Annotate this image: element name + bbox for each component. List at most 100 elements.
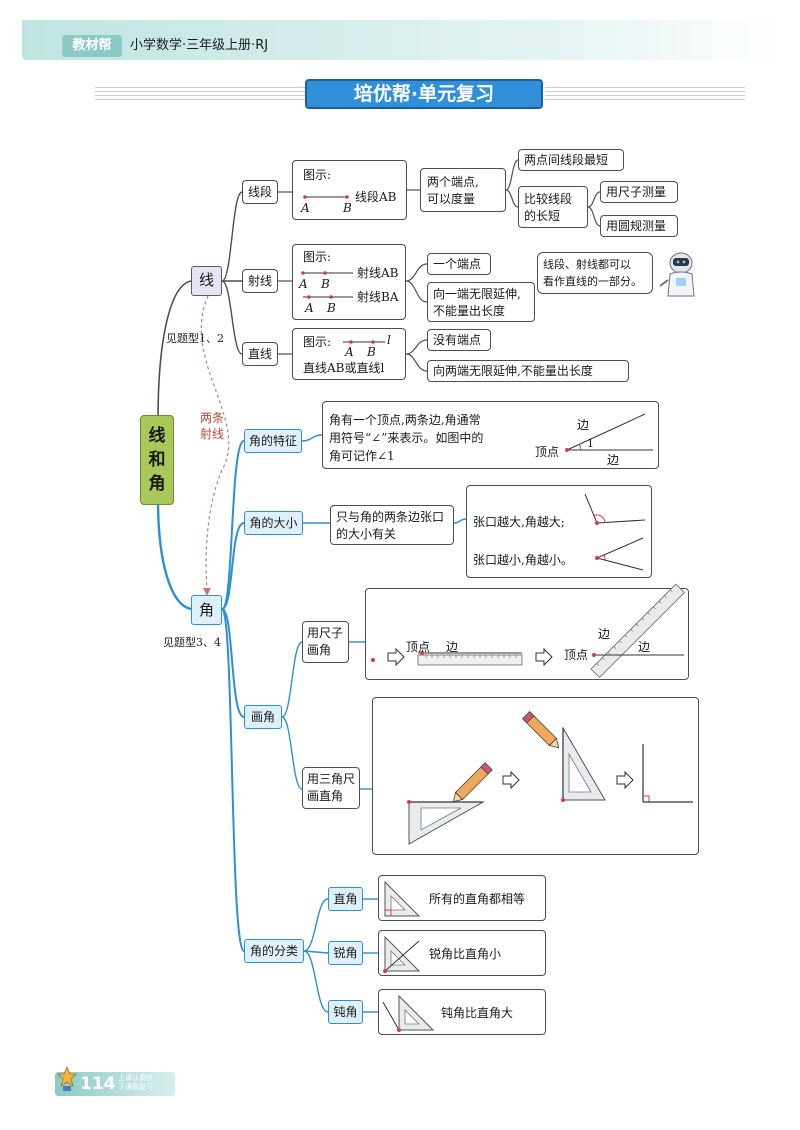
footer-note: 上课认真听 下课勤复习	[118, 1074, 153, 1092]
angle-ref: 见题型3、4	[163, 636, 221, 649]
segment-point-a: A	[301, 201, 310, 215]
segment-shortest: 两点间线段最短	[524, 153, 609, 167]
segment-ruler-box: 用尺子测量	[600, 181, 678, 203]
link-note-1: 两条	[200, 411, 225, 425]
angle-size-text-2: 的大小有关	[336, 527, 397, 541]
ray-label: 射线	[242, 269, 278, 293]
angle-size-figures	[584, 493, 646, 571]
ray-feature1-box: 一个端点	[427, 253, 491, 275]
angle-size-smaller: 张口越小,角越小。	[473, 553, 573, 567]
segment-by-compass: 用圆规测量	[606, 219, 667, 233]
segment-figure-title: 图示:	[303, 168, 332, 182]
ray-figure-title: 图示:	[303, 250, 332, 264]
angle-size-box: 只与角的两条边张口 的大小有关	[330, 505, 454, 545]
acute-angle-label: 锐角	[328, 941, 363, 965]
segment-label: 线段	[242, 180, 278, 204]
angle-feature-label: 角的特征	[244, 429, 302, 453]
book-title: 小学数学·三年级上册·RJ	[130, 38, 269, 53]
straight-point-l: l	[387, 333, 391, 347]
right-angle-box: 所有的直角都相等	[378, 875, 546, 921]
acute-angle-desc: 锐角比直角小	[429, 947, 502, 961]
footer-note-1: 上课认真听	[118, 1074, 153, 1082]
robot-speech-bubble: 线段、射线都可以 看作直线的一部分。	[537, 252, 653, 294]
footer-note-2: 下课勤复习	[118, 1083, 153, 1091]
root-char-3: 角	[148, 474, 166, 494]
ruler-edge-2b: 边	[638, 640, 651, 654]
angle-size-text-1: 只与角的两条边张口	[336, 510, 445, 524]
obtuse-angle-label: 钝角	[328, 1000, 363, 1024]
straight-figure-title: 图示:	[303, 335, 332, 349]
link-note: 两条 射线	[200, 410, 224, 442]
ruler-vertex-1: 顶点	[406, 640, 431, 654]
angle-draw-label: 画角	[244, 705, 282, 729]
segment-shortest-box: 两点间线段最短	[518, 149, 624, 171]
triangle-label-2: 画直角	[307, 789, 344, 803]
angle-feature-text-3: 角可记作∠1	[329, 449, 395, 463]
segment-figure	[303, 195, 349, 199]
straight-point-a: A	[345, 345, 354, 359]
angle-feature-figure	[565, 413, 653, 452]
obtuse-angle-box: 钝角比直角大	[378, 989, 546, 1035]
angle-feature-edge2: 边	[607, 453, 620, 467]
ray-figure	[301, 271, 353, 299]
straight-figure	[343, 340, 385, 344]
ray-point-a1: A	[299, 277, 308, 291]
angle-size-example-box: 张口越大,角越大; 张口越小,角越小。	[466, 485, 652, 578]
triangle-method-label: 用三角尺 画直角	[302, 767, 360, 809]
angle-feature-vertex: 顶点	[535, 445, 560, 459]
ray-feature1: 一个端点	[433, 257, 482, 271]
ray-feature2-1: 向一端无限延伸,	[433, 287, 521, 301]
segment-compare-2: 的长短	[524, 209, 561, 223]
straight-feature2-box: 向两端无限延伸,不能量出长度	[427, 360, 629, 382]
segment-by-ruler: 用尺子测量	[606, 185, 667, 199]
segment-feature-2: 可以度量	[427, 192, 476, 206]
line-ref: 见题型1、2	[166, 332, 224, 345]
angle-feature-text-1: 角有一个顶点,两条边,角通常	[329, 413, 481, 427]
ray-name-ab: 射线AB	[357, 266, 399, 280]
header-band	[22, 20, 782, 60]
triangle-method-figure	[407, 711, 693, 845]
ruler-edge-1: 边	[446, 640, 459, 654]
brand-tag: 教材帮	[62, 35, 122, 57]
root-char-1: 线	[148, 426, 166, 446]
triangle-method-box	[372, 697, 699, 855]
segment-feature-box: 两个端点, 可以度量	[420, 168, 506, 212]
straight-label: 直线	[242, 342, 278, 366]
root-node: 线 和 角	[140, 415, 174, 505]
obtuse-angle-icon	[382, 994, 435, 1032]
angle-feature-edge1: 边	[577, 418, 590, 432]
ruler-method-figure	[371, 583, 685, 679]
acute-angle-box: 锐角比直角小	[378, 930, 546, 976]
ray-point-b1: B	[321, 277, 330, 291]
segment-name: 线段AB	[355, 190, 397, 204]
straight-figure-box: 图示: A B l 直线AB或直线l	[292, 328, 406, 380]
straight-feature2: 向两端无限延伸,不能量出长度	[433, 364, 593, 378]
line-node: 线	[191, 266, 222, 296]
angle-feature-mark: 1	[587, 437, 594, 450]
triangle-label-1: 用三角尺	[307, 772, 356, 786]
straight-feature1: 没有端点	[433, 333, 482, 347]
banner-stripes-right	[545, 84, 745, 100]
ruler-label-2: 画角	[307, 643, 332, 657]
banner: 培优帮·单元复习	[305, 79, 543, 109]
angle-size-label: 角的大小	[244, 511, 303, 535]
link-note-2: 射线	[200, 427, 225, 441]
ray-point-b2: B	[327, 301, 336, 315]
segment-compass-box: 用圆规测量	[600, 215, 678, 237]
robot-note-2: 看作直线的一部分。	[543, 275, 642, 288]
ruler-vertex-2: 顶点	[564, 648, 589, 662]
ray-feature2-2: 不能量出长度	[433, 304, 506, 318]
straight-feature1-box: 没有端点	[427, 329, 491, 351]
ray-feature2-box: 向一端无限延伸, 不能量出长度	[427, 282, 535, 322]
ray-name-ba: 射线BA	[357, 290, 399, 304]
root-char-2: 和	[148, 450, 166, 470]
ruler-method-label: 用尺子 画角	[302, 621, 349, 663]
robot-note-1: 线段、射线都可以	[543, 258, 631, 271]
angle-feature-text-2: 用符号“∠”来表示。如图中的	[329, 431, 484, 445]
obtuse-angle-desc: 钝角比直角大	[441, 1006, 514, 1020]
segment-figure-box: 图示: A B 线段AB	[292, 160, 407, 220]
segment-feature-1: 两个端点,	[427, 175, 479, 189]
ruler-method-box: 顶点 边 顶点 边 边	[365, 583, 689, 680]
